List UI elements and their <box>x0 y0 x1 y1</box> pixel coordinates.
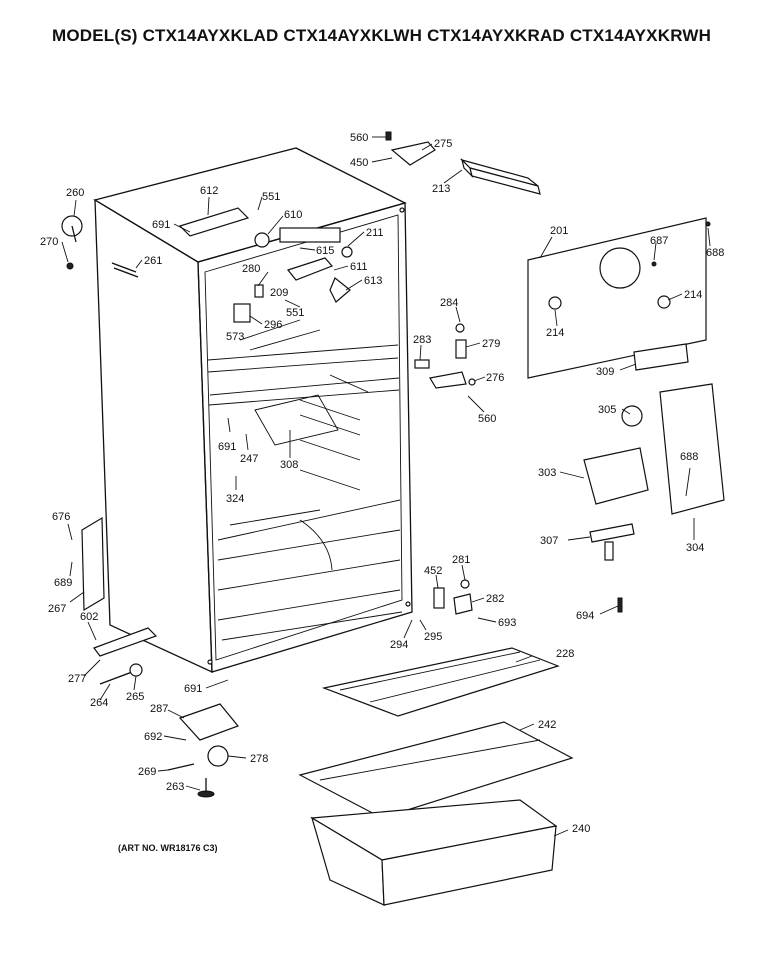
part-label: 277 <box>68 673 86 685</box>
part-label: 676 <box>52 511 70 523</box>
part-label: 283 <box>413 334 431 346</box>
part-label: 613 <box>364 275 382 287</box>
part-label: 295 <box>424 631 442 643</box>
part-label: 452 <box>424 565 442 577</box>
part-label: 308 <box>280 459 298 471</box>
part-label: 247 <box>240 453 258 465</box>
part-label: 213 <box>432 183 450 195</box>
part-label: 280 <box>242 263 260 275</box>
part-label: 305 <box>598 404 616 416</box>
part-label: 450 <box>350 157 368 169</box>
part-labels: 560 275 450 213 260 270 261 612 551 691 … <box>40 132 724 835</box>
part-label: 264 <box>90 697 108 709</box>
part-label: 309 <box>596 366 614 378</box>
part-label: 242 <box>538 719 556 731</box>
part-label: 691 <box>152 219 170 231</box>
part-label: 294 <box>390 639 408 651</box>
part-label: 689 <box>54 577 72 589</box>
part-label: 610 <box>284 209 302 221</box>
part-label: 687 <box>650 235 668 247</box>
part-label: 303 <box>538 467 556 479</box>
leader-lines <box>61 136 711 837</box>
part-label: 307 <box>540 535 558 547</box>
part-label: 551 <box>262 191 280 203</box>
art-number: (ART NO. WR18176 C3) <box>118 843 218 853</box>
part-label: 573 <box>226 331 244 343</box>
part-label: 270 <box>40 236 58 248</box>
part-label: 611 <box>350 261 368 273</box>
part-label: 602 <box>80 611 98 623</box>
part-label: 560 <box>478 413 496 425</box>
part-label: 240 <box>572 823 590 835</box>
part-label: 691 <box>218 441 236 453</box>
part-label: 211 <box>366 227 384 239</box>
part-label: 324 <box>226 493 244 505</box>
part-label: 615 <box>316 245 334 257</box>
part-label: 282 <box>486 593 504 605</box>
part-label: 279 <box>482 338 500 350</box>
part-label: 214 <box>546 327 564 339</box>
part-label: 694 <box>576 610 594 622</box>
part-label: 278 <box>250 753 268 765</box>
part-label: 265 <box>126 691 144 703</box>
model-title: MODEL(S) CTX14AYXKLAD CTX14AYXKLWH CTX14… <box>52 26 712 45</box>
part-label: 201 <box>550 225 568 237</box>
part-label: 691 <box>184 683 202 695</box>
part-label: 228 <box>556 648 574 660</box>
part-label: 267 <box>48 603 66 615</box>
part-label: 612 <box>200 185 218 197</box>
refrigerator-case <box>93 147 413 674</box>
part-label: 560 <box>350 132 368 144</box>
part-label: 260 <box>66 187 84 199</box>
part-label: 688 <box>680 451 698 463</box>
parts-shapes <box>61 131 725 906</box>
part-label: 209 <box>270 287 288 299</box>
part-label: 287 <box>150 703 168 715</box>
part-label: 261 <box>144 255 162 267</box>
part-label: 214 <box>684 289 702 301</box>
part-label: 275 <box>434 138 452 150</box>
part-label: 692 <box>144 731 162 743</box>
part-label: 281 <box>452 554 470 566</box>
part-label: 269 <box>138 766 156 778</box>
part-label: 263 <box>166 781 184 793</box>
part-label: 304 <box>686 542 704 554</box>
part-label: 693 <box>498 617 516 629</box>
part-label: 276 <box>486 372 504 384</box>
part-label: 284 <box>440 297 458 309</box>
part-label: 551 <box>286 307 304 319</box>
part-label: 296 <box>264 319 282 331</box>
part-label: 688 <box>706 247 724 259</box>
